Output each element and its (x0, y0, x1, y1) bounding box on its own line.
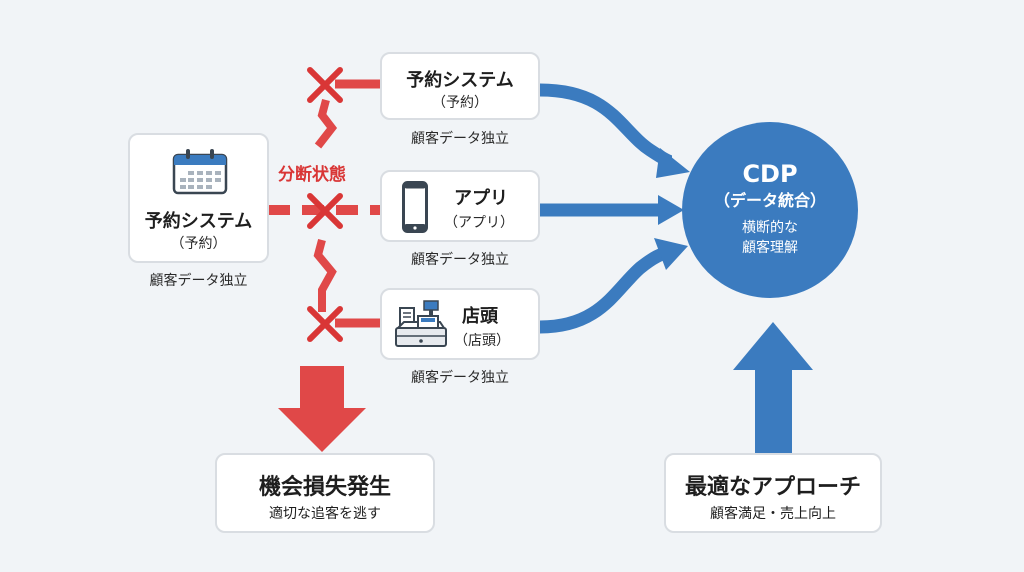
left-box-title: 予約システム (144, 211, 253, 232)
channel-title: 店頭 (462, 306, 498, 327)
x-mark-middle (307, 193, 343, 229)
channel-sub: （アプリ） (444, 215, 514, 231)
fragmented-label: 分断状態 (278, 165, 346, 185)
cdp-circle (682, 122, 858, 298)
channel-box-reservation: 予約システム （予約） (380, 52, 540, 120)
loss-box: 機会損失発生 適切な追客を逃す (215, 453, 435, 533)
flow-arrowhead-top (656, 148, 690, 178)
loss-sub: 適切な追客を逃す (269, 506, 381, 522)
cdp-title: CDP (742, 160, 798, 188)
x-mark-top (307, 67, 343, 103)
approach-title: 最適なアプローチ (684, 475, 861, 500)
channel-caption: 顧客データ独立 (411, 370, 509, 386)
approach-box: 最適なアプローチ 顧客満足・売上向上 (664, 453, 882, 533)
channel-title: アプリ (454, 188, 508, 209)
channel-caption: 顧客データ独立 (411, 252, 509, 268)
cash-register-icon (395, 300, 447, 347)
approach-sub: 顧客満足・売上向上 (710, 506, 836, 522)
flow-arrowhead-middle (658, 195, 684, 225)
channel-title: 予約システム (406, 70, 514, 91)
flow-arrowhead-bottom (654, 238, 688, 270)
cdp-text: CDP （データ統合） 横断的な 顧客理解 (682, 160, 858, 258)
cdp-line1: 横断的な (742, 220, 798, 236)
approach-arrow-up (733, 322, 813, 455)
left-box-sub: （予約） (170, 236, 227, 252)
channel-sub: （予約） (432, 95, 488, 111)
flow-arrow-top (539, 83, 673, 169)
zigzag-bottom (313, 238, 337, 312)
x-mark-bottom (307, 306, 343, 342)
channel-sub: （店頭） (454, 333, 510, 349)
left-reservation-box: 予約システム （予約） (128, 133, 269, 263)
calendar-icon (172, 149, 228, 195)
cdp-sub: （データ統合） (713, 191, 826, 210)
loss-arrow-down (278, 366, 366, 452)
cdp-line2: 顧客理解 (742, 240, 798, 256)
left-box-caption: 顧客データ独立 (149, 273, 248, 289)
channel-box-store: 店頭 （店頭） (380, 288, 540, 360)
flow-arrow-bottom (539, 245, 671, 334)
channel-caption: 顧客データ独立 (411, 131, 509, 147)
channel-box-app: アプリ （アプリ） (380, 170, 540, 242)
smartphone-icon (402, 181, 428, 233)
loss-title: 機会損失発生 (258, 475, 391, 500)
zigzag-top (314, 98, 338, 149)
